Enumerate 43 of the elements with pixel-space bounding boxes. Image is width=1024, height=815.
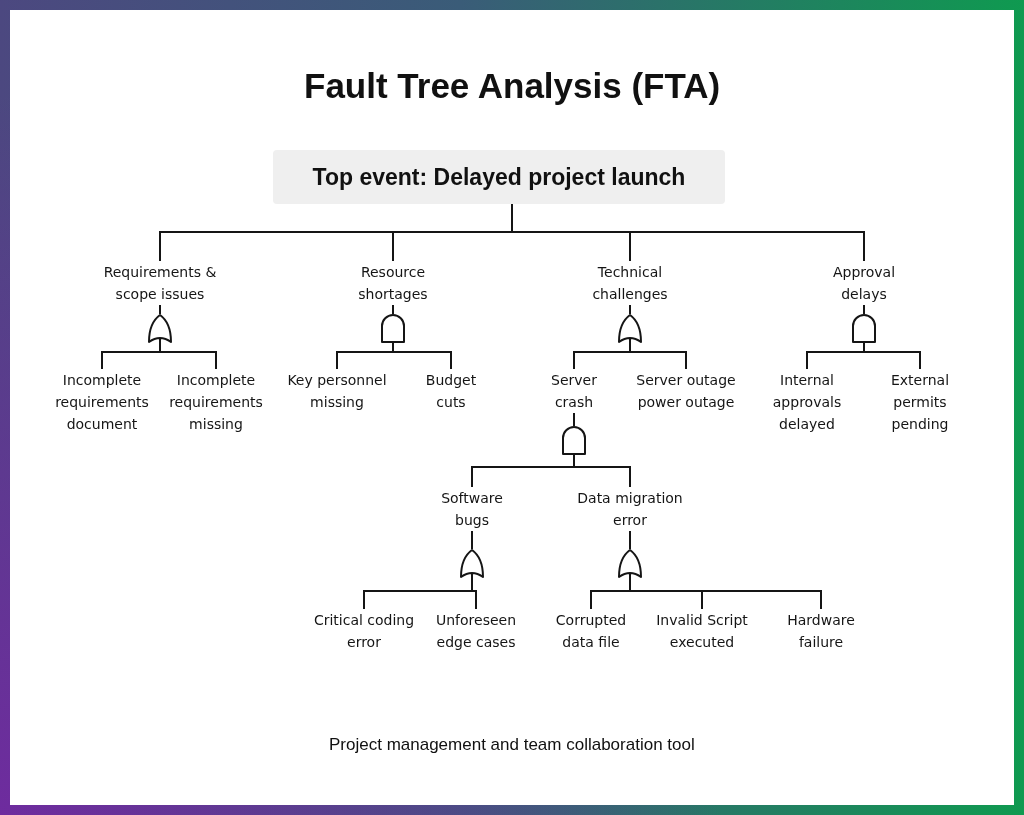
event-label: External permits pending [890, 369, 950, 435]
diagram-title: Fault Tree Analysis (FTA) [304, 66, 721, 106]
event-label: Data migration error [576, 487, 684, 531]
event-label: Hardware failure [786, 609, 856, 653]
connector-line [629, 342, 687, 370]
event-label: Key personnel missing [286, 369, 388, 413]
connector-line [863, 342, 921, 370]
event-label: Technical challenges [591, 261, 669, 305]
event-label: Software bugs [440, 487, 504, 531]
connector-line [471, 530, 473, 550]
connector-line [573, 412, 575, 427]
connector-line [629, 530, 631, 550]
connector-line [863, 304, 865, 315]
event-label: Server outage power outage [635, 369, 737, 413]
event-label: Unforeseen edge cases [435, 609, 517, 653]
connector-line [629, 304, 631, 315]
event-label: Corrupted data file [555, 609, 627, 653]
or-gate-symbol [460, 549, 484, 578]
connector-line [392, 304, 394, 315]
footer-tagline: Project management and team collaboration tool [329, 734, 695, 756]
event-label: Internal approvals delayed [772, 369, 842, 435]
or-gate-symbol [618, 314, 642, 343]
event-label: Budget cuts [425, 369, 477, 413]
event-label: Requirements & scope issues [103, 261, 217, 305]
event-label: Approval delays [832, 261, 896, 305]
event-label: Incomplete requirements missing [168, 369, 264, 435]
connector-line [159, 342, 217, 370]
connector-line [471, 577, 477, 610]
connector-line [159, 304, 161, 315]
or-gate-symbol [618, 549, 642, 578]
connector-line [629, 577, 822, 610]
top-event-box: Top event: Delayed project launch [273, 150, 725, 204]
and-gate-symbol [852, 314, 876, 343]
and-gate-symbol [381, 314, 405, 343]
event-label: Critical coding error [313, 609, 415, 653]
connector-line [573, 454, 631, 488]
event-label: Server crash [550, 369, 598, 413]
event-label: Resource shortages [357, 261, 429, 305]
connector-line [392, 342, 452, 370]
event-label: Incomplete requirements document [54, 369, 150, 435]
event-label: Invalid Script executed [655, 609, 749, 653]
and-gate-symbol [562, 426, 586, 455]
or-gate-symbol [148, 314, 172, 343]
